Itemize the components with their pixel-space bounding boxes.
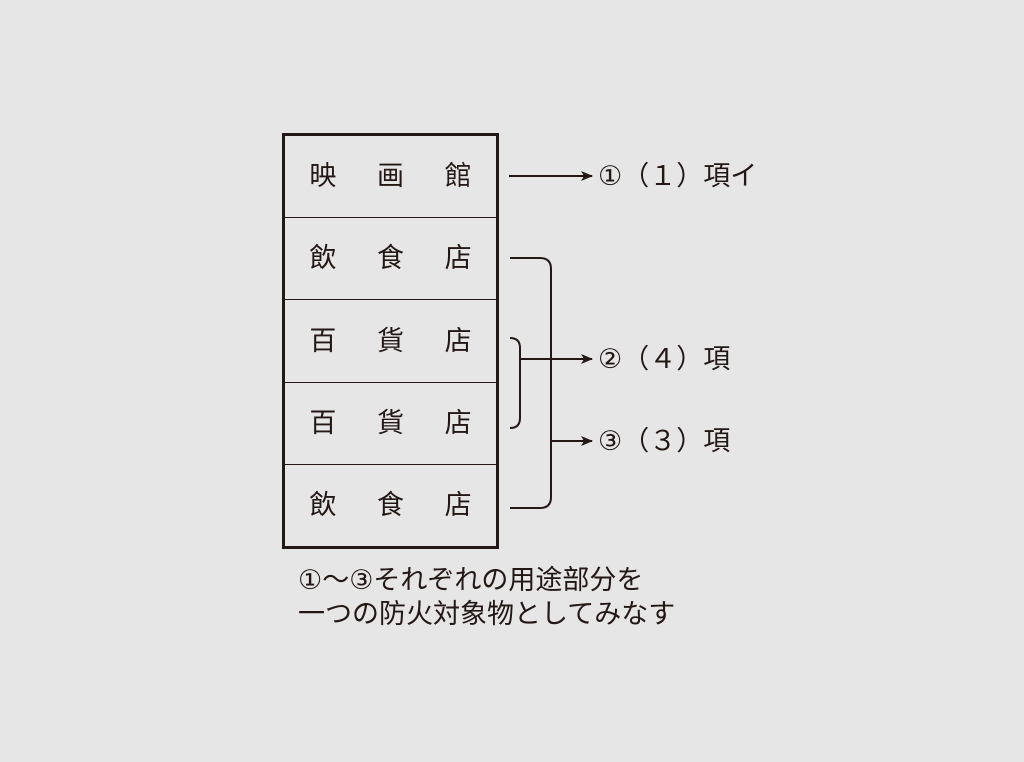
floor-5-cinema: 映 画 館 [285,136,496,217]
caption-line-1: ①〜③それぞれの用途部分を [298,565,644,596]
bracket-outer-restaurants [510,257,552,509]
building-diagram: 映 画 館 飲 食 店 百 貨 店 百 貨 店 飲 食 店 [282,133,499,549]
floor-label: 飲 食 店 [309,243,488,275]
floor-label: 飲 食 店 [309,489,488,521]
floor-3-department-store: 百 貨 店 [285,299,496,381]
floor-2-department-store: 百 貨 店 [285,381,496,464]
result-label-2: ②（４）項 [598,344,731,375]
floor-label: 百 貨 店 [309,407,488,439]
floor-4-restaurant: 飲 食 店 [285,217,496,299]
bracket-inner-department-stores [509,337,521,429]
floor-label: 映 画 館 [309,161,488,193]
floor-1-restaurant: 飲 食 店 [285,463,496,546]
floor-label: 百 貨 店 [309,325,488,357]
result-label-3: ③（３）項 [598,426,731,457]
caption-line-2: 一つの防火対象物としてみなす [298,599,676,630]
result-label-1: ①（１）項イ [598,161,758,192]
caption: ①〜③それぞれの用途部分を 一つの防火対象物としてみなす [298,564,675,632]
